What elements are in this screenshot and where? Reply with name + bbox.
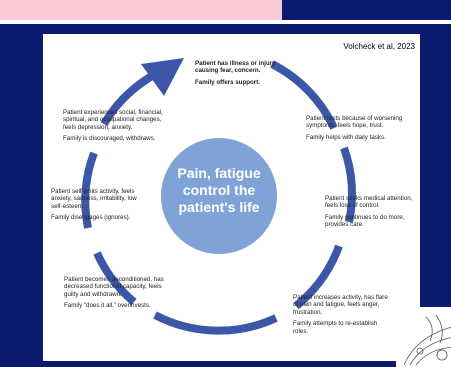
stage-lower-left: Patient becomes deconditioned, has decre… [64,276,174,310]
stage-top-family: Family offers support. [195,78,260,86]
cycle-arc-lower-left [93,251,137,306]
top-banner [0,0,282,20]
stage-left-family: Family disengages (ignores). [51,214,131,222]
center-label-line-3: patient's life [178,199,260,215]
stage-right: Patient seeks medical attention, feels l… [325,195,413,229]
top-divider [0,20,451,24]
citation-text: Volcheck et al, 2023 [343,42,415,51]
cycle-arrowhead [141,58,184,96]
cycle-arc-top-right [270,60,338,130]
stage-lower-right: Patient increases activity, has flare of… [293,294,391,335]
stage-left-patient: Patient self-limits activity, feels anxi… [51,188,137,210]
cycle-arc-lower-right [293,244,343,310]
stage-lower-right-family: Family attempts to re-establish roles. [293,320,378,335]
stage-right-patient: Patient seeks medical attention, feels l… [325,195,413,210]
center-label-line-2: control the [182,182,256,198]
stage-lower-right-patient: Patient increases activity, has flare of… [293,294,388,316]
stage-left: Patient self-limits activity, feels anxi… [51,188,143,222]
center-circle [161,138,277,254]
stage-upper-right: Patient rests because of worsening sympt… [306,115,406,141]
center-label-line-1: Pain, fatigue [177,165,261,181]
stage-top-patient: Patient has illness or injury causing fe… [195,60,276,75]
stage-lower-left-patient: Patient becomes deconditioned, has decre… [64,276,164,298]
stage-lower-left-family: Family “does it all,” overinvests. [64,302,151,310]
cycle-arc-left [81,151,98,229]
cycle-arc-right [340,146,356,223]
stage-top: Patient has illness or injury causing fe… [195,60,277,86]
stage-upper-right-patient: Patient rests because of worsening sympt… [306,115,403,130]
center-label: Pain, fatigue control the patient's life [163,165,275,216]
stage-right-family: Family continues to do more, provides ca… [325,213,405,229]
cycle-arc-bottom [153,311,278,335]
stage-upper-left: Patient experiences social, financial, s… [63,109,175,143]
stage-upper-right-family: Family helps with daily tasks. [306,133,386,141]
stage-upper-left-patient: Patient experiences social, financial, s… [63,109,163,131]
corner-decoration-image [396,307,451,367]
stage-upper-left-family: Family is discouraged, withdraws. [63,135,156,143]
cycle-arc-upper-left [100,72,155,127]
